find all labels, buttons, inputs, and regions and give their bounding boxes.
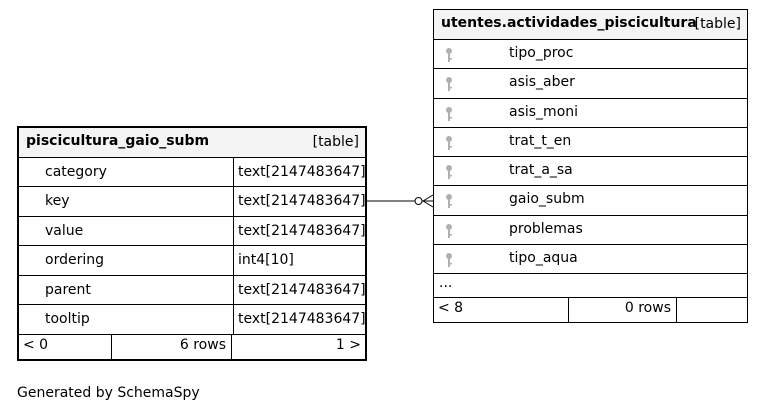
key-icon — [446, 48, 452, 62]
column-name: parent — [45, 281, 91, 298]
column-name: asis_aber — [509, 74, 575, 91]
key-icon — [446, 165, 452, 180]
generated-by-label: Generated by SchemaSpy — [17, 385, 200, 401]
row-count: 0 rows — [624, 300, 671, 317]
column-name: trat_t_en — [509, 132, 572, 149]
table-footer: < 0 6 rows 1 > — [19, 334, 365, 360]
column-type: text[2147483647] — [233, 158, 366, 187]
column-row[interactable]: tipo_proc — [434, 40, 747, 70]
key-icon — [446, 253, 452, 268]
table-footer: < 8 0 rows — [434, 298, 747, 323]
column-name: tipo_proc — [509, 45, 574, 61]
column-type: int4[10] — [233, 246, 294, 275]
key-icon — [446, 135, 452, 150]
key-icon — [446, 223, 452, 238]
column-row[interactable]: value text[2147483647] — [19, 216, 366, 247]
column-row[interactable]: asis_moni — [434, 99, 747, 128]
column-row[interactable]: category text[2147483647] — [19, 158, 366, 188]
table-name[interactable]: piscicultura_gaio_subm — [26, 133, 210, 149]
children-count: < 0 — [23, 337, 49, 354]
table-actividades-piscicultura[interactable]: utentes.actividades_piscicultura [table]… — [433, 9, 748, 324]
column-row[interactable]: problemas — [434, 216, 747, 246]
column-name: value — [45, 222, 84, 239]
table-kind: [table] — [312, 134, 359, 150]
column-name: tooltip — [45, 310, 90, 327]
table-name[interactable]: utentes.actividades_piscicultura — [441, 15, 697, 31]
column-name: problemas — [509, 220, 583, 237]
column-type: text[2147483647] — [233, 304, 366, 335]
table-piscicultura-gaio-subm[interactable]: piscicultura_gaio_subm [table] category t… — [17, 126, 367, 362]
column-row[interactable]: parent text[2147483647] — [19, 275, 366, 305]
parents-count: 1 > — [335, 337, 361, 354]
column-row[interactable]: ordering int4[10] — [19, 246, 365, 276]
column-type: text[2147483647] — [233, 275, 366, 304]
table-header[interactable]: utentes.actividades_piscicultura [table] — [434, 10, 747, 40]
column-row[interactable]: gaio_subm — [434, 186, 747, 216]
column-name: trat_a_sa — [509, 162, 573, 179]
column-name: tipo_aqua — [509, 250, 578, 267]
column-row[interactable]: trat_a_sa — [434, 157, 747, 187]
more-columns-ellipsis: ... — [434, 274, 747, 299]
column-name: ordering — [45, 252, 104, 269]
column-row[interactable]: key text[2147483647] — [19, 187, 366, 217]
column-row[interactable]: asis_aber — [434, 69, 747, 99]
key-icon — [446, 194, 452, 209]
table-kind: [table] — [694, 16, 741, 32]
column-name: key — [45, 193, 70, 210]
column-name: gaio_subm — [509, 191, 585, 208]
column-type: text[2147483647] — [233, 216, 366, 246]
children-count: < 8 — [438, 300, 464, 317]
key-icon — [446, 77, 452, 92]
column-row[interactable]: tipo_aqua — [434, 245, 747, 275]
key-icon — [446, 106, 452, 121]
ellipsis-text: ... — [439, 275, 453, 292]
column-name: asis_moni — [509, 103, 579, 120]
row-count: 6 rows — [179, 337, 226, 354]
table-header[interactable]: piscicultura_gaio_subm [table] — [19, 128, 365, 158]
column-row[interactable]: trat_t_en — [434, 128, 747, 158]
column-name: category — [45, 164, 107, 180]
column-row[interactable]: tooltip text[2147483647] — [19, 304, 366, 335]
column-type: text[2147483647] — [233, 187, 366, 216]
